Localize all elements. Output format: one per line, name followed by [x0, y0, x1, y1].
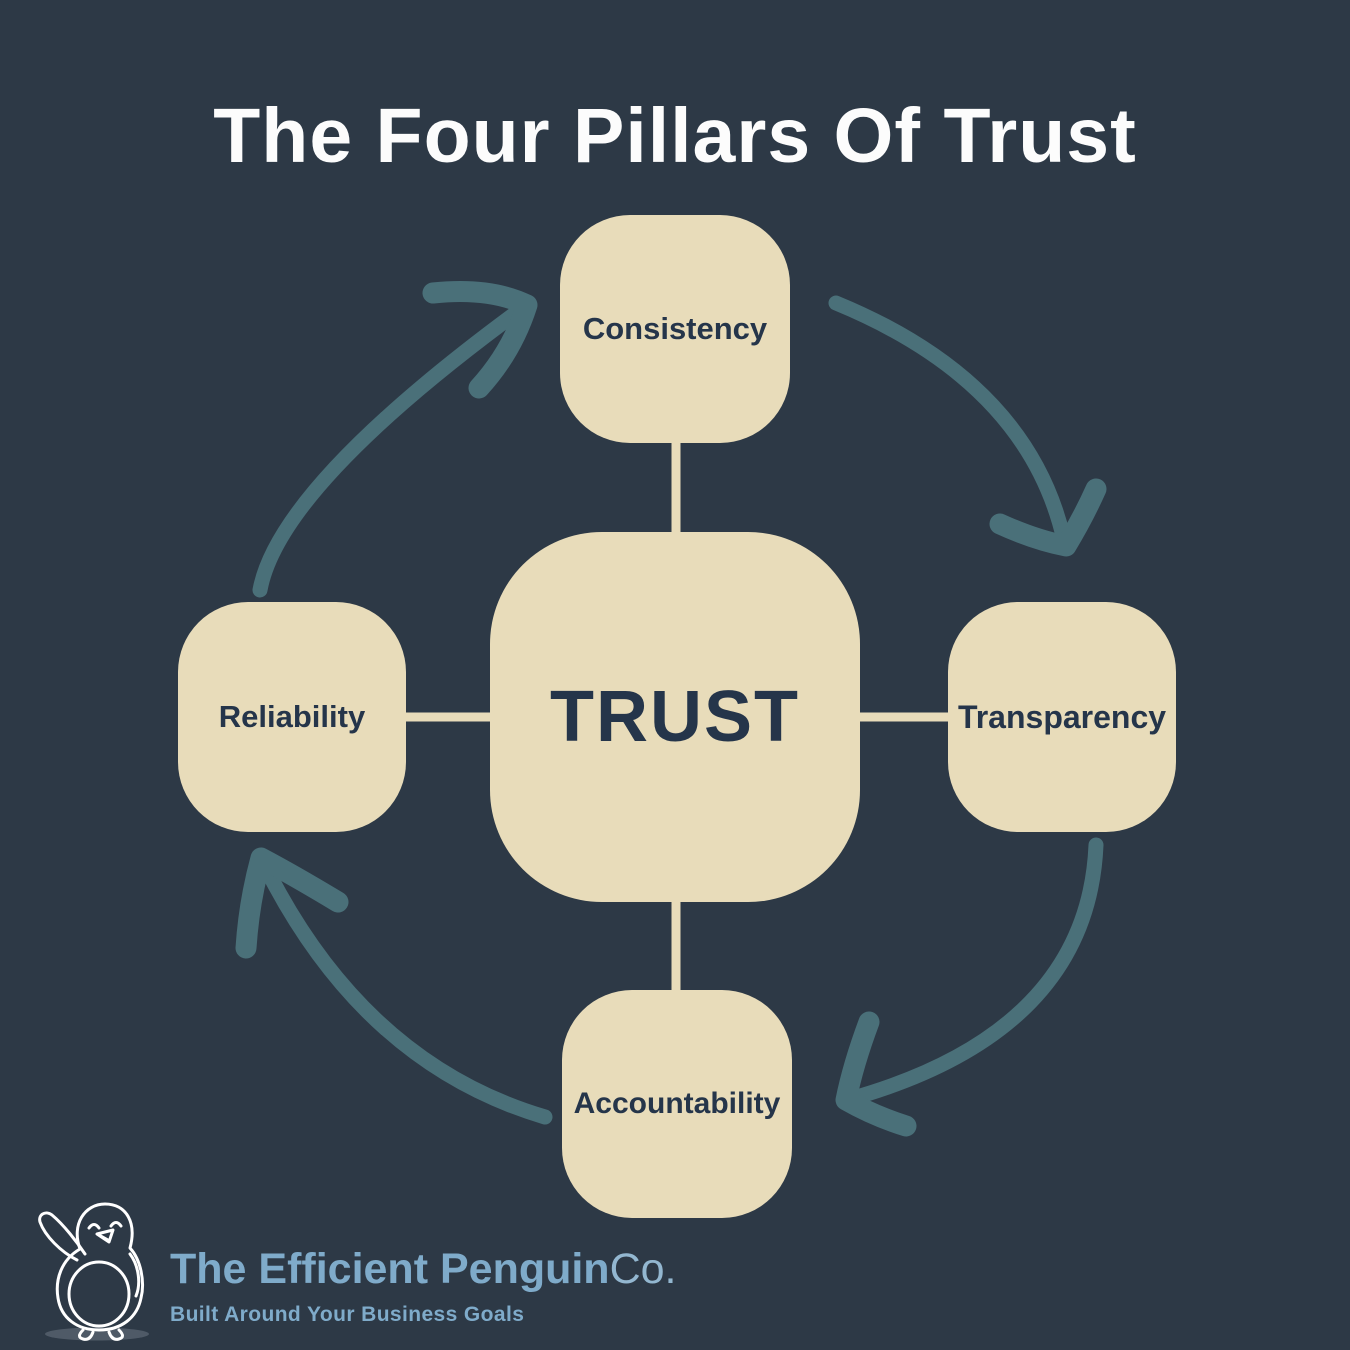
node-reliability-label: Reliability	[218, 699, 366, 734]
arrow-head	[422, 281, 538, 399]
arrow-accountability-to-reliability-icon	[235, 847, 553, 1125]
penguin-icon	[38, 1202, 149, 1341]
node-trust: TRUST	[490, 532, 860, 902]
brand-logo: The Efficient PenguinCo. Built Around Yo…	[33, 1194, 753, 1344]
brand-name-light: Co.	[609, 1245, 677, 1293]
arrow-curve	[255, 854, 553, 1125]
arrow-curve	[252, 302, 528, 598]
arrow-consistency-to-transparency-icon	[828, 295, 1107, 557]
node-reliability: Reliability	[178, 602, 406, 832]
brand-name: The Efficient PenguinCo.	[170, 1248, 677, 1291]
page-title: The Four Pillars Of Trust	[213, 93, 1137, 179]
node-trust-label: TRUST	[550, 677, 800, 757]
arrow-curve	[842, 837, 1104, 1107]
arrow-reliability-to-consistency-icon	[252, 281, 538, 598]
arrow-head	[989, 478, 1107, 557]
brand-tagline: Built Around Your Business Goals	[170, 1303, 525, 1326]
arrow-head	[235, 847, 349, 959]
brand-name-bold: The Efficient Penguin	[170, 1245, 610, 1293]
node-accountability-label: Accountability	[573, 1087, 781, 1120]
node-accountability: Accountability	[562, 990, 792, 1218]
brand-text: The Efficient PenguinCo. Built Around Yo…	[170, 1248, 677, 1327]
node-consistency-label: Consistency	[582, 311, 768, 346]
node-transparency-label: Transparency	[957, 698, 1167, 735]
arrow-curve	[828, 295, 1072, 548]
node-transparency: Transparency	[948, 602, 1176, 832]
arrow-transparency-to-accountability-icon	[835, 837, 1104, 1137]
node-consistency: Consistency	[560, 215, 790, 443]
arrow-head	[835, 1011, 917, 1137]
